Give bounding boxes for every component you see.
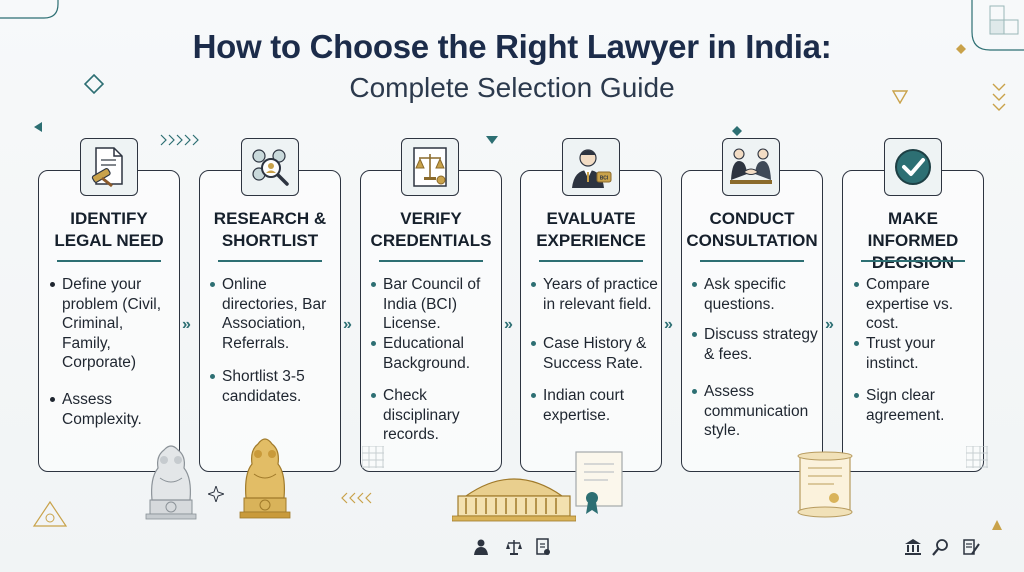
step-2-bullet-1: Online directories, Bar Association, Ref… — [210, 275, 334, 353]
checkmark-icon — [895, 149, 931, 185]
arrow-3-4: » — [504, 316, 513, 333]
small-gold-triangle-decoration — [992, 520, 1002, 530]
ashoka-emblem-gold-illustration — [239, 438, 291, 519]
magnifier-people-icon — [252, 149, 289, 186]
step-icon-box-1 — [80, 138, 138, 196]
sparkle-decoration — [208, 486, 224, 502]
step-1-bullet-1: Define your problem (Civil, Criminal, Fa… — [50, 275, 172, 373]
lawyer-icon — [474, 539, 488, 555]
chevrons-down-decoration — [992, 83, 1006, 111]
step-icon-box-5 — [722, 138, 780, 196]
step-3-bullet-1: Bar Council of India (BCI) License. — [371, 275, 493, 334]
step-title-3: VERIFY CREDENTIALS — [370, 209, 492, 250]
step-4-bullet-3: Indian court expertise. — [531, 386, 643, 425]
gavel-document-icon — [91, 147, 123, 188]
parliament-building-illustration — [452, 478, 576, 522]
step-5-bullet-1: Ask specific questions. — [692, 275, 804, 314]
step-underline-5 — [700, 260, 804, 262]
chevron-row-decoration — [160, 134, 199, 146]
step-card-consult — [681, 170, 823, 472]
corner-lines-decoration-right — [971, 0, 1024, 51]
step-underline-6 — [861, 260, 965, 262]
step-underline-3 — [379, 260, 483, 262]
step-5-bullet-2: Discuss strategy & fees. — [692, 325, 822, 364]
grid-decoration-right — [966, 446, 988, 468]
left-chevron-row-decoration — [341, 492, 372, 504]
footer-icon-document — [534, 538, 552, 556]
step-6-bullet-2: Trust your instinct. — [854, 334, 966, 373]
step-card-evaluate — [520, 170, 662, 472]
page-title: How to Choose the Right Lawyer in India: — [192, 28, 832, 65]
contract-pen-icon — [963, 539, 980, 555]
step-3-bullet-3: Check disciplinary records. — [371, 386, 483, 445]
arrow-1-2: » — [182, 316, 191, 333]
step-title-5: CONDUCT CONSULTATION — [686, 209, 818, 250]
step-card-verify — [360, 170, 502, 472]
courthouse-icon — [905, 539, 921, 555]
small-diamond-decoration — [732, 126, 742, 136]
arrow-5-6: » — [825, 316, 834, 333]
diamond-outline-decoration — [84, 74, 104, 94]
handshake-icon — [730, 148, 772, 184]
footer-icon-search — [932, 538, 950, 556]
step-title-1: IDENTIFY LEGAL NEED — [54, 209, 164, 250]
search-icon — [932, 539, 948, 556]
step-title-6: MAKE INFORMED DECISION — [867, 209, 959, 272]
scales-icon — [506, 540, 522, 555]
certificate-scroll-illustration — [575, 451, 623, 514]
gold-diamond-decoration — [956, 44, 966, 54]
step-underline-2 — [218, 260, 322, 262]
arrow-4-5: » — [664, 316, 673, 333]
arrow-2-3: » — [343, 316, 352, 333]
step-underline-1 — [57, 260, 161, 262]
step-icon-box-2 — [241, 138, 299, 196]
step-2-bullet-2: Shortlist 3-5 candidates. — [210, 367, 322, 406]
step-underline-4 — [539, 260, 643, 262]
triangle-decoration — [892, 90, 908, 104]
step-3-bullet-2: Educational Background. — [371, 334, 483, 373]
step-icon-box-4: BCI — [562, 138, 620, 196]
step-title-4: EVALUATE EXPERIENCE — [536, 209, 646, 250]
step-6-bullet-3: Sign clear agreement. — [854, 386, 966, 425]
step-4-bullet-2: Case History & Success Rate. — [531, 334, 661, 373]
step-1-bullet-2: Assess Complexity. — [50, 390, 162, 429]
scales-certificate-icon — [413, 147, 447, 187]
step-4-bullet-1: Years of practice in relevant field. — [531, 275, 661, 314]
step-icon-box-6 — [884, 138, 942, 196]
step-card-identify — [38, 170, 180, 472]
page-subtitle: Complete Selection Guide — [349, 72, 675, 103]
scroll-document-illustration — [797, 451, 853, 518]
grid-decoration-left — [362, 446, 384, 468]
ashoka-emblem-silver-illustration — [145, 445, 197, 520]
footer-icon-courthouse — [904, 538, 922, 556]
footer-icon-lawyer — [472, 538, 490, 556]
small-triangle-decoration — [486, 136, 498, 144]
teal-triangle-decoration — [34, 122, 42, 132]
bci-badge-text: BCI — [600, 176, 609, 182]
lawyer-badge-icon: BCI — [572, 149, 612, 188]
step-5-bullet-3: Assess communication style. — [692, 382, 822, 441]
step-card-decide — [842, 170, 984, 472]
step-title-2: RESEARCH & SHORTLIST — [213, 209, 327, 250]
step-icon-box-3 — [401, 138, 459, 196]
step-6-bullet-1: Compare expertise vs. cost. — [854, 275, 972, 334]
footer-icon-contract — [962, 538, 980, 556]
document-icon — [536, 538, 550, 555]
corner-lines-decoration — [0, 0, 59, 19]
step-card-research — [199, 170, 341, 472]
footer-icon-scales — [505, 538, 523, 556]
bottom-left-seal-decoration — [32, 500, 68, 527]
